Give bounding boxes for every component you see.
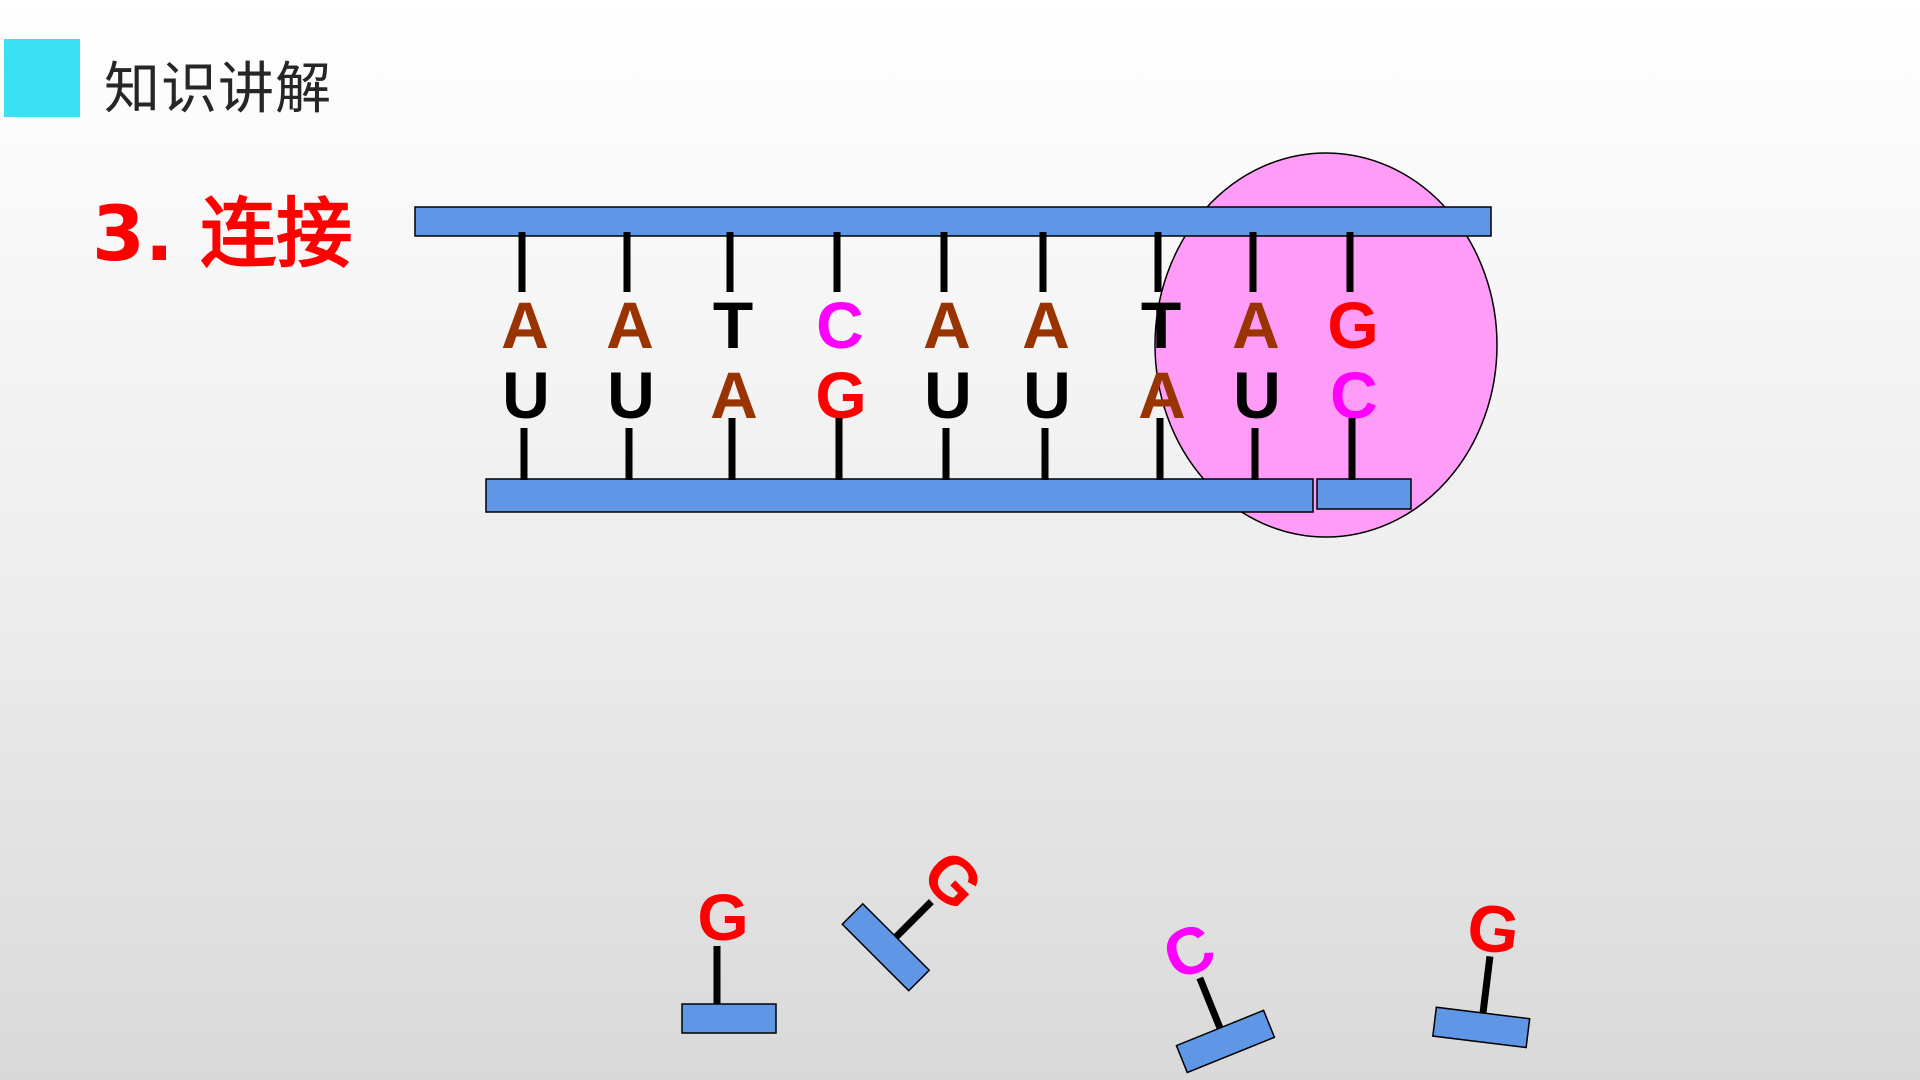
section-title: 3. 连接	[92, 189, 353, 278]
bottom-strand-base: U	[1023, 358, 1071, 432]
top-strand-base: A	[501, 288, 549, 362]
free-nucleotide-base: C	[1153, 908, 1225, 994]
free-nucleotide-backbone	[1175, 1009, 1276, 1074]
top-strand-base: A	[1232, 288, 1280, 362]
bottom-strand-new-segment	[1316, 478, 1412, 510]
top-strand-base: T	[713, 288, 753, 362]
bottom-strand-base: U	[924, 358, 972, 432]
base-pair: TA	[1138, 232, 1186, 480]
base-pair: AU	[1232, 232, 1281, 480]
top-strand-backbone	[414, 206, 1492, 237]
bottom-strand-base: U	[607, 358, 655, 432]
header-title: 知识讲解	[104, 57, 332, 122]
free-nucleotide-backbone	[681, 1003, 777, 1034]
top-strand-base: A	[1022, 288, 1070, 362]
bottom-strand-base: U	[502, 358, 550, 432]
bottom-strand-base: U	[1233, 358, 1281, 432]
base-pair: AU	[1022, 232, 1071, 480]
top-strand-base: A	[923, 288, 971, 362]
free-nucleotide: C	[1153, 908, 1276, 1074]
free-nucleotide-base: G	[697, 880, 748, 954]
free-nucleotide-backbone	[841, 902, 931, 992]
bottom-strand-backbone	[485, 478, 1314, 513]
base-pair: AU	[606, 232, 655, 480]
free-nucleotide-base: G	[1463, 889, 1523, 969]
free-nucleotide: G	[1431, 889, 1531, 1049]
free-nucleotide: G	[841, 835, 998, 992]
base-pair: GC	[1327, 232, 1379, 480]
top-strand-base: G	[1327, 288, 1378, 362]
free-nucleotide-stick	[1196, 976, 1224, 1030]
base-pair: CG	[815, 232, 867, 480]
free-nucleotide-backbone	[1431, 1006, 1531, 1049]
base-pair: AU	[501, 232, 550, 480]
base-pair: AU	[923, 232, 972, 480]
base-pair: TA	[710, 232, 758, 480]
enzyme-ellipse	[1154, 152, 1498, 538]
top-strand-base: A	[606, 288, 654, 362]
free-nucleotide-stick	[893, 899, 934, 940]
free-nucleotide: G	[681, 880, 777, 1034]
header-accent-square	[4, 39, 80, 117]
top-strand-base: T	[1141, 288, 1181, 362]
free-nucleotide-stick	[1479, 955, 1494, 1014]
top-strand-base: C	[816, 288, 864, 362]
